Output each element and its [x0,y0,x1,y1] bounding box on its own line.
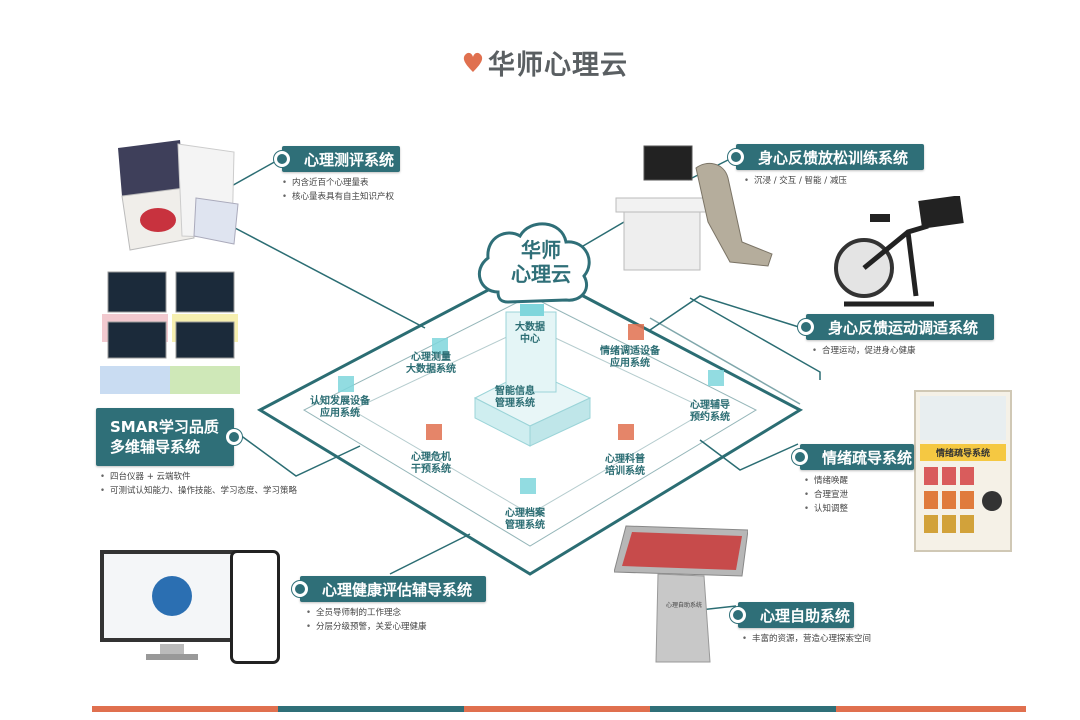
node-archive: 心理档案 管理系统 [505,508,545,531]
node-cubes [338,324,724,494]
label-relax-text: 身心反馈放松训练系统 [758,148,909,167]
cloud-shape [477,222,591,304]
assessment-bullets: 内含近百个心理量表 核心量表具有自主知识产权 [282,176,394,204]
bullet: 认知调整 [804,502,848,516]
label-smar-line2: 多维辅导系统 [110,438,201,456]
connector-assessment-platform [234,227,426,329]
connector-emotion [699,439,799,471]
bullet: 内含近百个心理量表 [282,176,394,190]
bullet: 分层分级预警，关爱心理健康 [306,620,427,634]
platform-frame-right [689,297,821,380]
connector-health [389,533,471,575]
label-relax: 身心反馈放松训练系统 [728,144,924,170]
cloud-title: 华师 心理云 [511,238,571,286]
label-smar: SMAR学习品质 多维辅导系统 [96,408,242,466]
bullet: 四台仪器 + 云端软件 [100,470,297,484]
emotion-bullets: 情绪唤醒 合理宣泄 认知调整 [804,474,848,516]
relax-chair-desk-image [612,142,782,280]
health-bullets: 全员导师制的工作理念 分层分级预警，关爱心理健康 [306,606,427,634]
bullet: 核心量表具有自主知识产权 [282,190,394,204]
hub-bottom-label: 智能信息 管理系统 [495,386,535,409]
exercise-bike-image [824,195,968,312]
label-self-text: 心理自助系统 [760,606,851,625]
bottom-bar-segment-4 [650,706,836,712]
node-cognition-device: 认知发展设备 应用系统 [310,396,370,419]
sport-bullets: 合理运动，促进身心健康 [812,344,916,358]
self-help-kiosk-image: 心理自助系统 [613,524,749,664]
label-emotion-text: 情绪疏导系统 [822,448,913,467]
bottom-bar-segment-5 [836,706,1026,712]
bottom-bar-segment-1 [92,706,278,712]
connector-sport [649,295,803,331]
label-emotion: 情绪疏导系统 [792,444,914,470]
label-health: 心理健康评估辅导系统 [292,576,486,602]
connector-assessment [227,159,279,189]
heart-leaf-icon [463,52,483,72]
assessment-kit-image [110,138,240,256]
node-crisis: 心理危机 干预系统 [411,452,451,475]
label-sport: 身心反馈运动调适系统 [798,314,994,340]
emotion-screen-image: 情绪疏导系统 [914,390,1012,552]
node-emotion-device: 情绪调适设备 应用系统 [600,346,660,369]
smar-bullets: 四台仪器 + 云端软件 可测试认知能力、操作技能、学习态度、学习策略 [100,470,297,498]
hub-block [473,304,592,447]
logo-text: 华师心理云 [488,49,628,81]
monitor-phone-image [100,550,244,668]
bullet: 合理运动，促进身心健康 [812,344,916,358]
bullet: 合理宣泄 [804,488,848,502]
logo: 华师心理云 [462,42,628,82]
bullet: 全员导师制的工作理念 [306,606,427,620]
label-smar-line1: SMAR学习品质 [110,418,219,436]
label-sport-text: 身心反馈运动调适系统 [828,318,979,337]
platform-inner-diamond [350,325,710,515]
node-appointment: 心理辅导 预约系统 [690,400,730,423]
emotion-screen-title: 情绪疏导系统 [920,444,1006,461]
node-training: 心理科普 培训系统 [605,454,645,477]
self-bullets: 丰富的资源，营造心理探索空间 [742,632,871,646]
label-assessment: 心理测评系统 [274,146,400,172]
relax-bullets: 沉浸 / 交互 / 智能 / 减压 [744,174,847,188]
platform-mid-diamond [302,295,758,547]
kiosk-brand: 心理自助系统 [665,602,702,609]
smar-instruments-image [98,270,244,398]
label-health-text: 心理健康评估辅导系统 [322,580,473,599]
platform-frame-right-2 [649,317,801,405]
hub-top-label: 大数据 中心 [515,322,545,345]
bullet: 可测试认知能力、操作技能、学习态度、学习策略 [100,484,297,498]
bullet: 情绪唤醒 [804,474,848,488]
node-measure: 心理测量 大数据系统 [406,352,456,375]
bottom-bar-segment-2 [278,706,464,712]
platform-outer-diamond [256,266,804,576]
bottom-bar-segment-3 [464,706,650,712]
phone-image [230,550,280,664]
bullet: 丰富的资源，营造心理探索空间 [742,632,871,646]
label-assessment-text: 心理测评系统 [304,150,395,169]
label-self: 心理自助系统 [730,602,854,628]
bullet: 沉浸 / 交互 / 智能 / 减压 [744,174,847,188]
